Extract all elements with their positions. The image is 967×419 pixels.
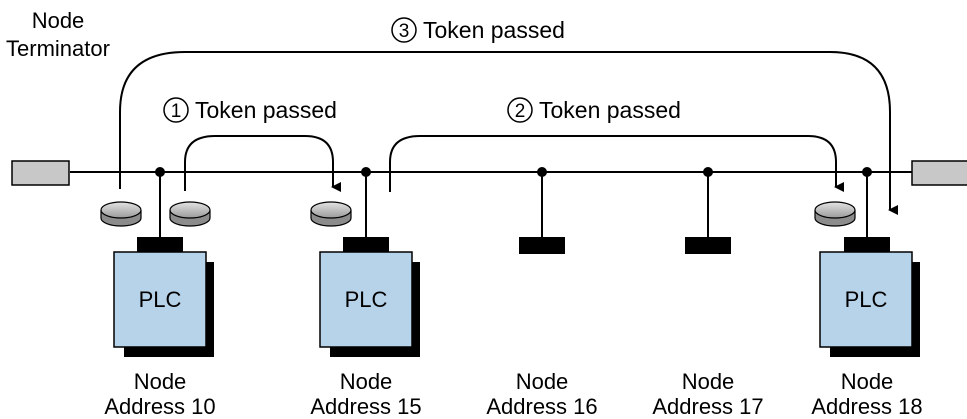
plc-node-10: PLC [113, 251, 214, 357]
junction-dot-node-10 [155, 167, 165, 177]
junction-dot-node-17 [703, 167, 713, 177]
step-2-circle [507, 97, 533, 123]
node-18-label-line2: Address 18 [811, 394, 922, 419]
token-label-3: 3 Token passed [391, 17, 565, 43]
node-18-label-line1: Node [841, 369, 894, 394]
connector-node-18 [844, 237, 890, 254]
node-17-label-line2: Address 17 [652, 394, 763, 419]
step-1-number: 1 [171, 101, 182, 122]
token-1-text: Token passed [195, 97, 337, 123]
node-terminator-right [911, 160, 967, 186]
node-16-label-line2: Address 16 [486, 394, 597, 419]
connector-node-16 [519, 237, 565, 254]
token-disk-4 [814, 201, 856, 227]
token-path-1 [184, 135, 341, 192]
token-path-2 [389, 135, 844, 192]
node-terminator-left [11, 160, 70, 186]
connector-node-10 [137, 237, 183, 254]
token-path-3 [119, 51, 898, 215]
plc-box [113, 251, 207, 348]
plc-node-18: PLC [819, 251, 920, 357]
connector-node-15 [343, 237, 389, 254]
plc-box [319, 251, 413, 348]
node-16-label-line1: Node [516, 369, 569, 394]
token-disk-2 [169, 201, 211, 227]
step-2-number: 2 [515, 101, 526, 122]
token-disk-1 [100, 201, 142, 227]
plc-label: PLC [345, 287, 388, 312]
junction-dot-node-16 [537, 167, 547, 177]
node-10-label-line1: Node [134, 369, 187, 394]
token-label-2: 2 Token passed [507, 97, 681, 123]
terminator-label-line1: Node [32, 8, 85, 33]
junction-dot-node-18 [862, 167, 872, 177]
token-2-text: Token passed [539, 97, 681, 123]
step-3-circle [391, 17, 417, 43]
node-15-label-line1: Node [340, 369, 393, 394]
junction-dot-node-15 [361, 167, 371, 177]
token-disk-3 [310, 201, 352, 227]
node-15-label-line2: Address 15 [310, 394, 421, 419]
token-3-text: Token passed [423, 17, 565, 43]
plc-label: PLC [139, 287, 182, 312]
step-1-circle [163, 97, 189, 123]
plc-box [819, 251, 913, 348]
node-17-label-line1: Node [682, 369, 735, 394]
step-3-number: 3 [399, 21, 410, 42]
terminator-label-line2: Terminator [6, 36, 110, 61]
connector-node-17 [685, 237, 731, 254]
node-10-label-line2: Address 10 [104, 394, 215, 419]
token-label-1: 1 Token passed [163, 97, 337, 123]
plc-label: PLC [845, 287, 888, 312]
plc-node-15: PLC [319, 251, 420, 357]
